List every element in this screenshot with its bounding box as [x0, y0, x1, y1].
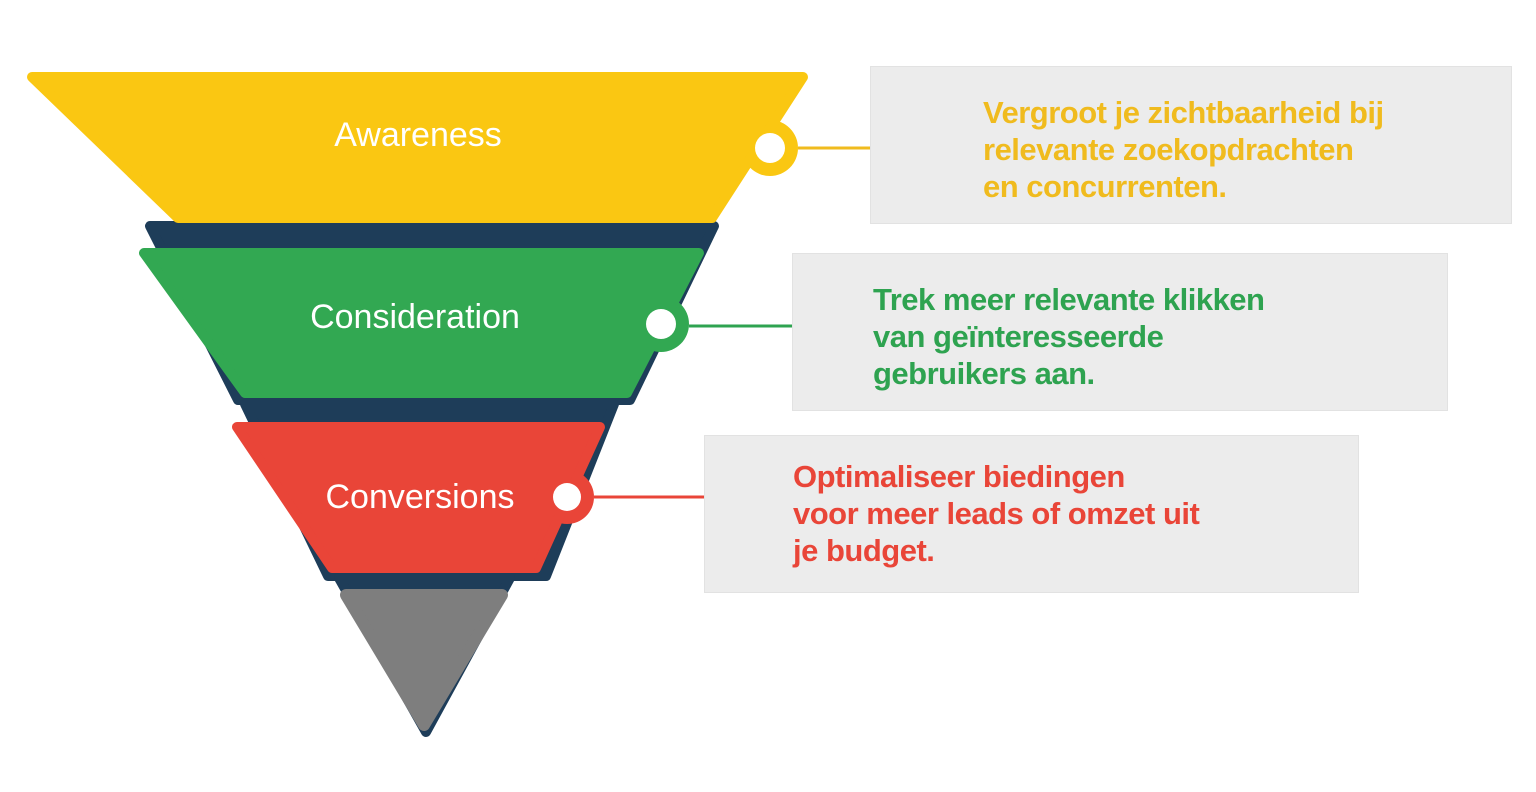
note-line: gebruikers aan. [873, 356, 1095, 391]
stage-label-awareness: Awareness [334, 116, 502, 154]
note-line: je budget. [793, 533, 935, 568]
note-awareness: Vergroot je zichtbaarheid bij relevante … [870, 66, 1512, 224]
note-line: voor meer leads of omzet uit [793, 496, 1200, 531]
note-text-conversions: Optimaliseer biedingen voor meer leads o… [793, 458, 1350, 569]
note-line: Trek meer relevante klikken [873, 282, 1265, 317]
funnel-stage-awareness [27, 72, 808, 223]
funnel-stage-consideration [139, 248, 704, 398]
stage-label-conversions: Conversions [326, 478, 515, 516]
note-conversions: Optimaliseer biedingen voor meer leads o… [704, 435, 1359, 593]
connector-circle-conversions [553, 483, 581, 511]
funnel-stage-conversions [232, 422, 605, 573]
note-text-awareness: Vergroot je zichtbaarheid bij relevante … [983, 94, 1503, 205]
note-line: van geïnteresseerde [873, 319, 1164, 354]
note-line: relevante zoekopdrachten [983, 132, 1354, 167]
note-consideration: Trek meer relevante klikken van geïntere… [792, 253, 1448, 411]
connector-circle-awareness [755, 133, 785, 163]
note-line: Optimaliseer biedingen [793, 459, 1125, 494]
note-line: Vergroot je zichtbaarheid bij [983, 95, 1384, 130]
note-text-consideration: Trek meer relevante klikken van geïntere… [873, 281, 1439, 392]
note-line: en concurrenten. [983, 169, 1227, 204]
connector-circle-consideration [646, 309, 676, 339]
stage-label-consideration: Consideration [310, 298, 520, 336]
funnel-tip-triangle [340, 589, 508, 731]
